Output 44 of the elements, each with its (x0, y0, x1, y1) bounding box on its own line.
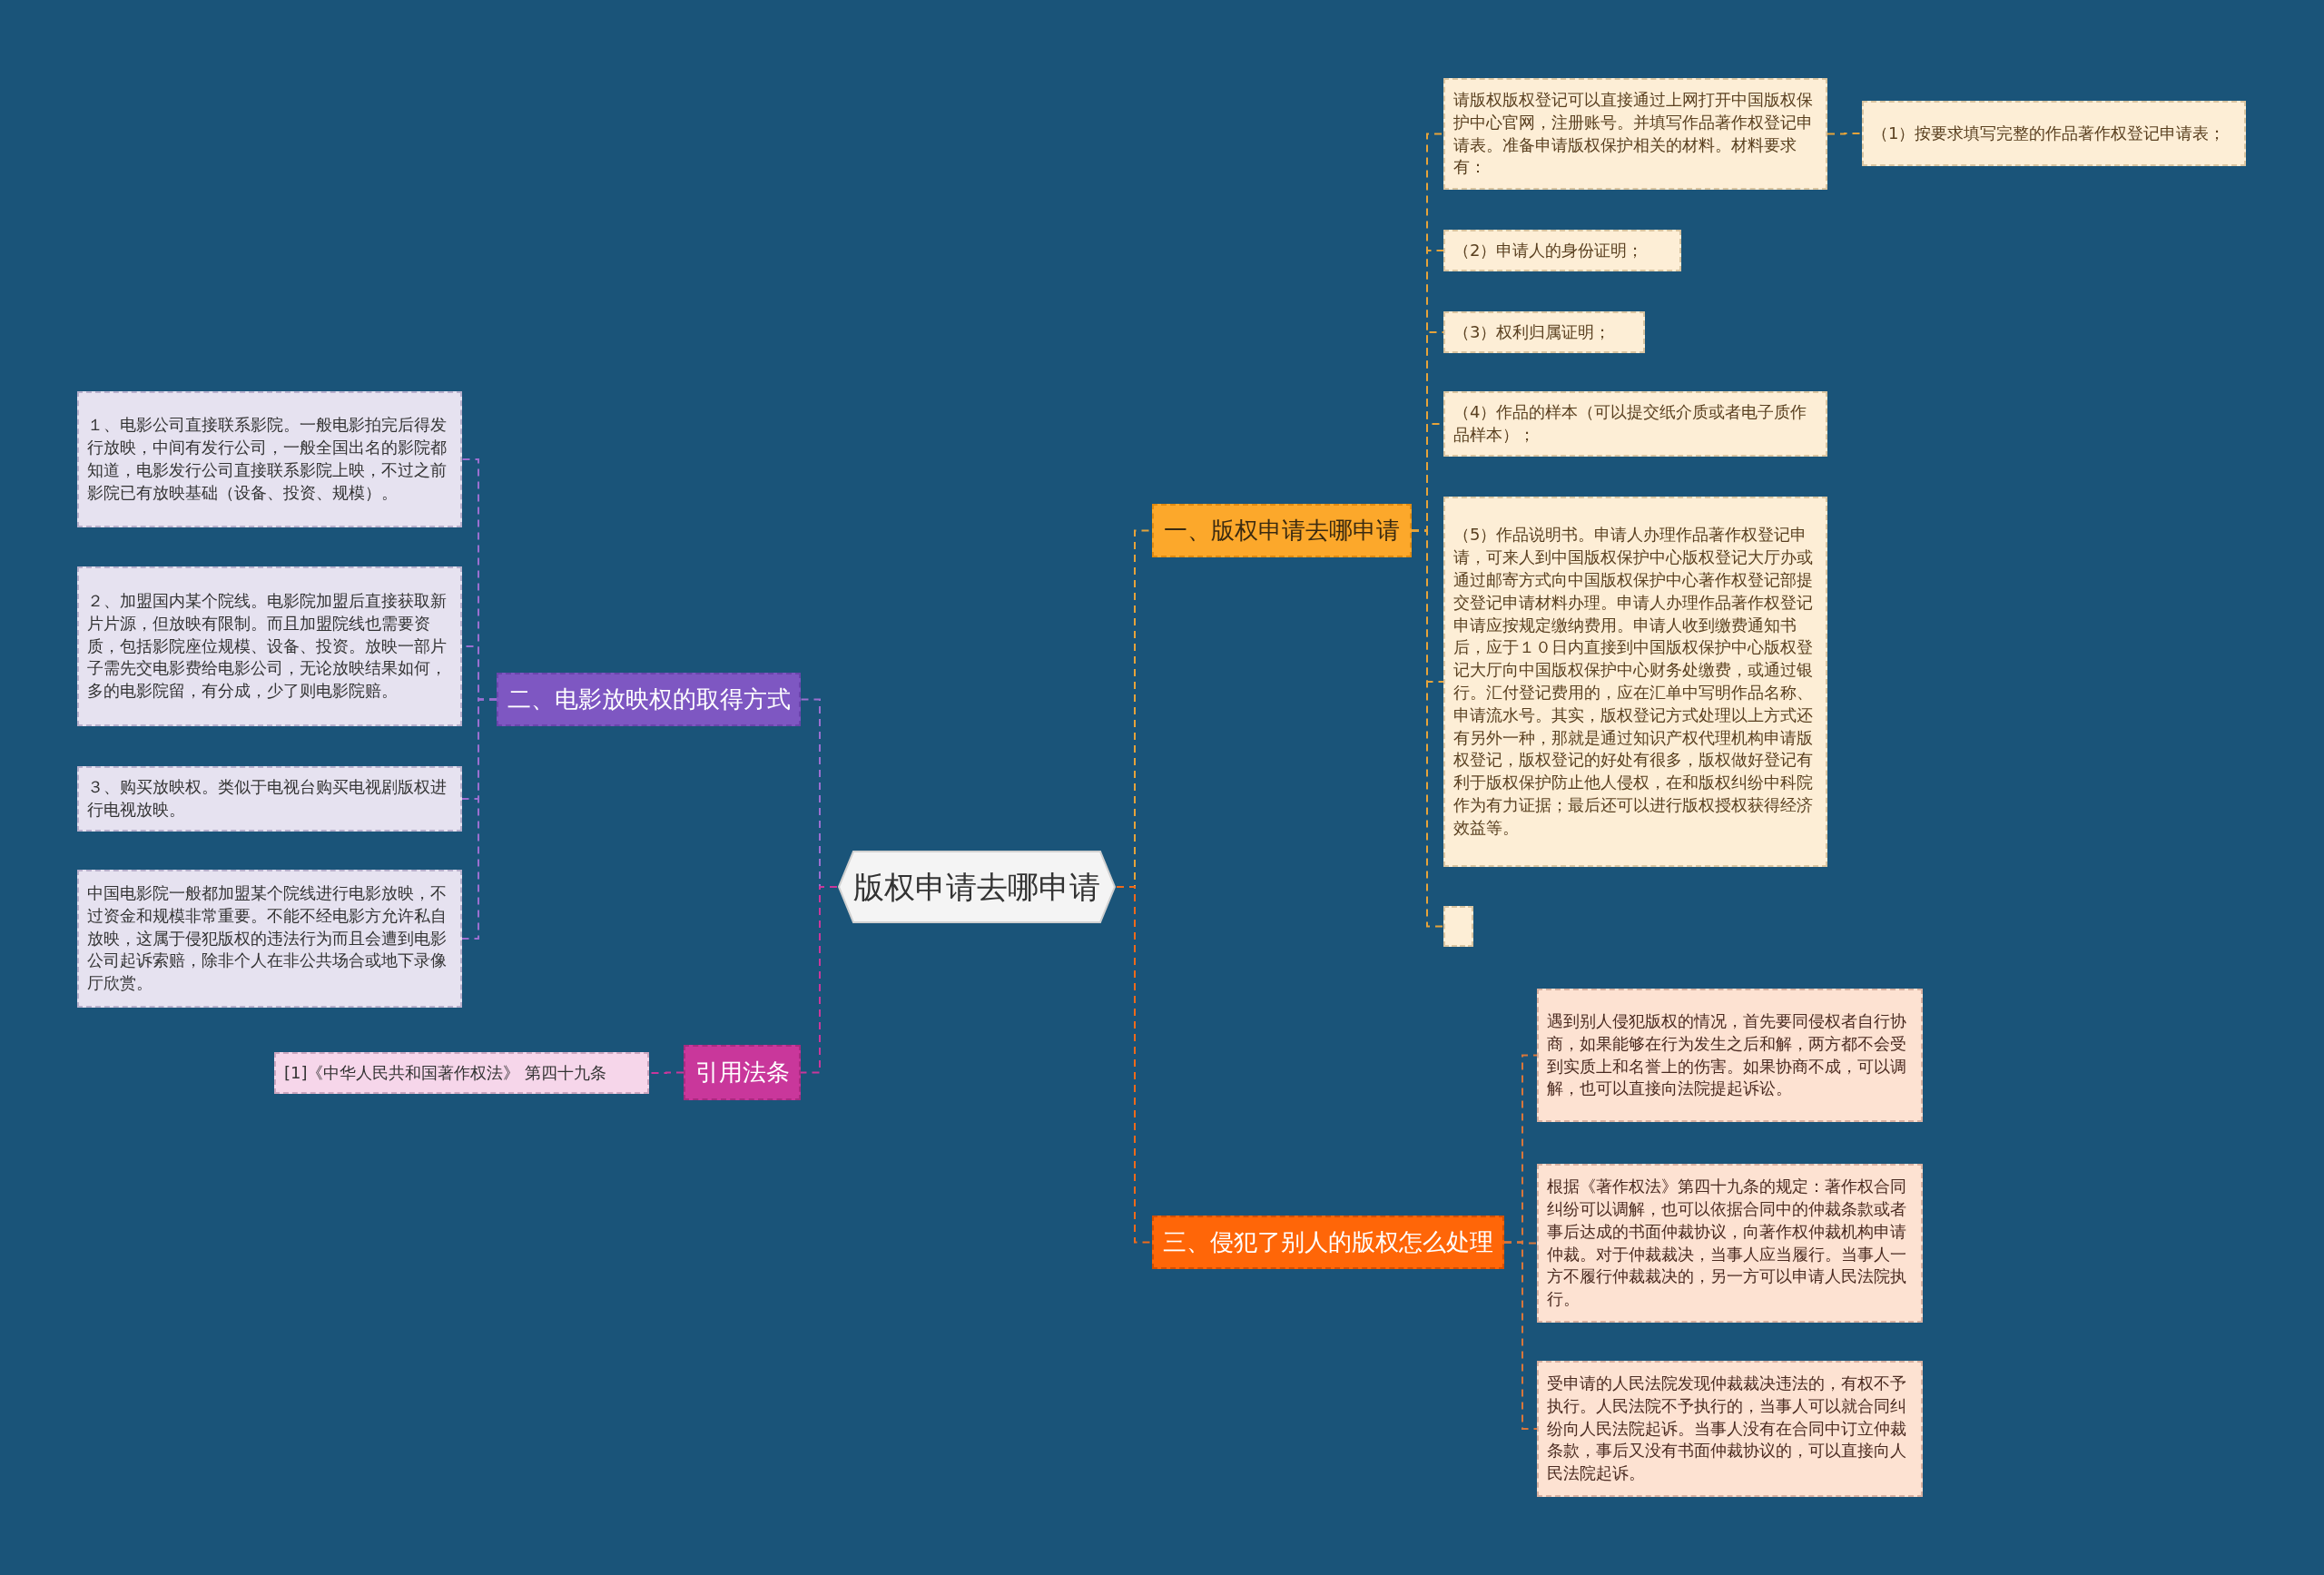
text-box (1862, 101, 2246, 166)
topic-label: 三、侵犯了别人的版权怎么处理 (1163, 1226, 1493, 1257)
paragraph: （4）作品的样本（可以提交纸介质或者电子质作品样本）； (1453, 401, 1808, 446)
connector (1503, 1241, 1538, 1430)
text-box (77, 766, 462, 832)
text-box (1443, 497, 1827, 867)
paragraph: １、电影公司直接联系影院。一般电影拍完后得发行放映，中间有发行公司，一般全国出名的影院都知道，电影发行公司直接联系影院上映，不过之前影院已有放映基础（设备、投资、规模）。 (87, 414, 448, 504)
paragraph: 遇到别人侵犯版权的情况，首先要同侵权者自行协商，如果能够在行为发生之后和解，两方都不会受到实质上和名誉上的伤害。如果协商不成，可以调解，也可以直接向法院提起诉讼。 (1547, 1009, 1907, 1100)
connector (800, 886, 838, 1074)
paragraph: （3）权利归属证明； (1453, 320, 1611, 343)
topic-label: 引用法条 (694, 1057, 790, 1088)
text-box (77, 391, 462, 527)
topic-label: 一、版权申请去哪申请 (1164, 515, 1400, 546)
connector (461, 698, 497, 940)
paragraph: 根据《著作权法》第四十九条的规定：著作权合同纠纷可以调解，也可以依据合同中的仲裁条款或者事后达成的书面仲裁协议，向著作权仲裁机构申请仲裁。对于仲裁裁决，当事人应当履行。当事人一方不履行仲裁裁决的，另一方可以申请人民法院执行。 (1547, 1176, 1907, 1311)
text-box (1443, 311, 1645, 353)
connector (1827, 133, 1863, 135)
text-box (1537, 1164, 1923, 1323)
connector (1116, 886, 1153, 1244)
text-box (77, 566, 462, 726)
topic-box (1152, 1216, 1504, 1269)
topic-label: 版权申请去哪申请 (853, 867, 1100, 907)
text-box (1443, 78, 1827, 190)
topic-box (684, 1045, 801, 1100)
topic-box (1152, 504, 1412, 557)
empty-box (1443, 906, 1473, 947)
paragraph: （1）按要求填写完整的作品著作权登记申请表； (1872, 122, 2226, 144)
text-box (274, 1052, 649, 1094)
paragraph: ３、购买放映权。类似于电视台购买电视剧版权进行电视放映。 (87, 776, 448, 821)
paragraph: 中国电影院一般都加盟某个院线进行电影放映，不过资金和规模非常重要。不能不经电影方允许私自放映，这属于侵犯版权的违法行为而且会遭到电影公司起诉索赔，除非个人在非公共场合或地下录像厅欣赏。 (87, 881, 448, 995)
text-box (1443, 391, 1827, 457)
text-box (1537, 989, 1923, 1122)
paragraph: （2）申请人的身份证明； (1453, 239, 1644, 261)
paragraph: ２、加盟国内某个院线。电影院加盟后直接获取新片片源，但放映有限制。而且加盟院线也需要资质，包括影院座位规模、设备、投资。放映一部片子需先交电影费给电影公司，无论放映结果如何，多的电影院留，有分成，少了则电影院赔。 (87, 589, 448, 703)
hexagon-node (837, 850, 1117, 924)
paragraph: 请版权版权登记可以直接通过上网打开中国版权保护中心官网，注册账号。并填写作品著作权登记申请表。准备申请版权保护相关的材料。材料要求有： (1453, 88, 1814, 179)
paragraph: 受申请的人民法院发现仲裁裁决违法的，有权不予执行。人民法院不予执行的，当事人可以就合同纠纷向人民法院起诉。当事人没有在合同中订立仲裁条款，事后又没有书面仲裁协议的，可以直接向人民法院起诉。 (1547, 1372, 1907, 1485)
topic-box (497, 673, 801, 726)
topic-label: 二、电影放映权的取得方式 (507, 684, 791, 714)
paragraph: （5）作品说明书。申请人办理作品著作权登记申请，可来人到中国版权保护中心版权登记大厅办或通过邮寄方式向中国版权保护中心著作权登记部提交登记申请材料办理。申请人办理作品著作权登记申请应按规定缴纳费用。申请人收到缴费通知书后，应于１０日内直接到中国版权保护中心版权登记大厅向中国版权保护中心财务处缴费，或通过银行。汇付登记费用的，应在汇单中写明作品名称、申请流水号。其实，版权登记方式处理以上方式还有另外一种，那就是通过知识产权代理机构申请版权登记，版权登记的好处有很多，版权做好登记有利于版权保护防止他人侵权，在和版权纠纷中科院作为有力证据；最后还可以进行版权授权获得经济效益等。 (1453, 524, 1814, 839)
text-box (1443, 230, 1681, 271)
paragraph: [1]《中华人民共和国著作权法》 第四十九条 (284, 1061, 607, 1084)
text-box (77, 870, 462, 1008)
text-box (1537, 1361, 1923, 1497)
